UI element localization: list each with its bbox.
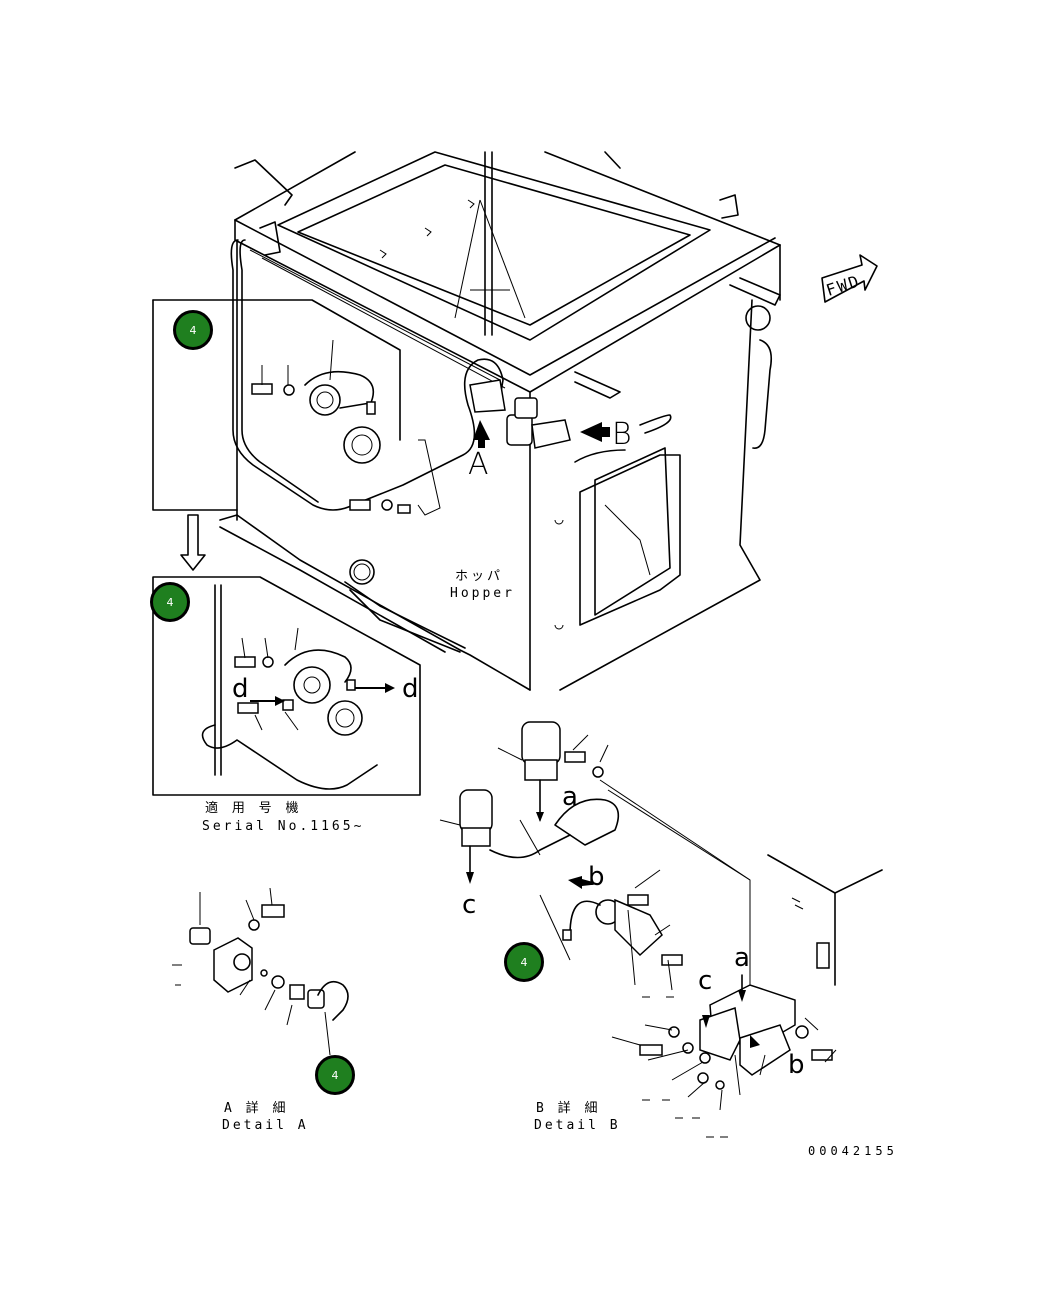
serial-label-jp: 適 用 号 機 [205,801,302,816]
label-d-left: d [232,674,249,704]
serial-label-en: Serial No.1165~ [202,819,365,834]
callout-badge-4[interactable]: 4 [504,942,544,982]
detail-a-title-en: Detail A [222,1118,309,1133]
label-a-lower: a [734,943,750,973]
detail-a-parts [172,887,349,1056]
lamp-unit [469,379,571,449]
detail-box-lower [152,576,421,796]
detail-b-title-jp: B 詳 細 [536,1101,601,1116]
label-B: B [612,417,632,452]
callout-arrows [473,420,610,448]
main-harness [230,239,506,511]
detail-box-upper [152,299,441,516]
down-arrow [180,514,206,571]
label-d-right: d [402,674,419,704]
label-a-upper: a [562,782,578,812]
hopper-label-jp: ホッパ [455,569,504,584]
hopper-body [219,151,781,691]
detail-b-parts [439,721,883,1138]
callout-badge-4[interactable]: 4 [150,582,190,622]
callout-badge-4[interactable]: 4 [315,1055,355,1095]
callout-badge-4[interactable]: 4 [173,310,213,350]
detail-b-title-en: Detail B [534,1118,621,1133]
label-c-lower: c [698,966,713,996]
fwd-arrow [821,254,878,303]
label-b-upper: b [588,862,605,892]
hopper-label-en: Hopper [450,586,515,601]
label-c-left: c [462,890,477,920]
label-A: A [468,447,489,482]
label-b-lower: b [788,1050,805,1080]
drawing-number: 00042155 [808,1144,898,1158]
detail-a-title-jp: A 詳 細 [224,1101,289,1116]
